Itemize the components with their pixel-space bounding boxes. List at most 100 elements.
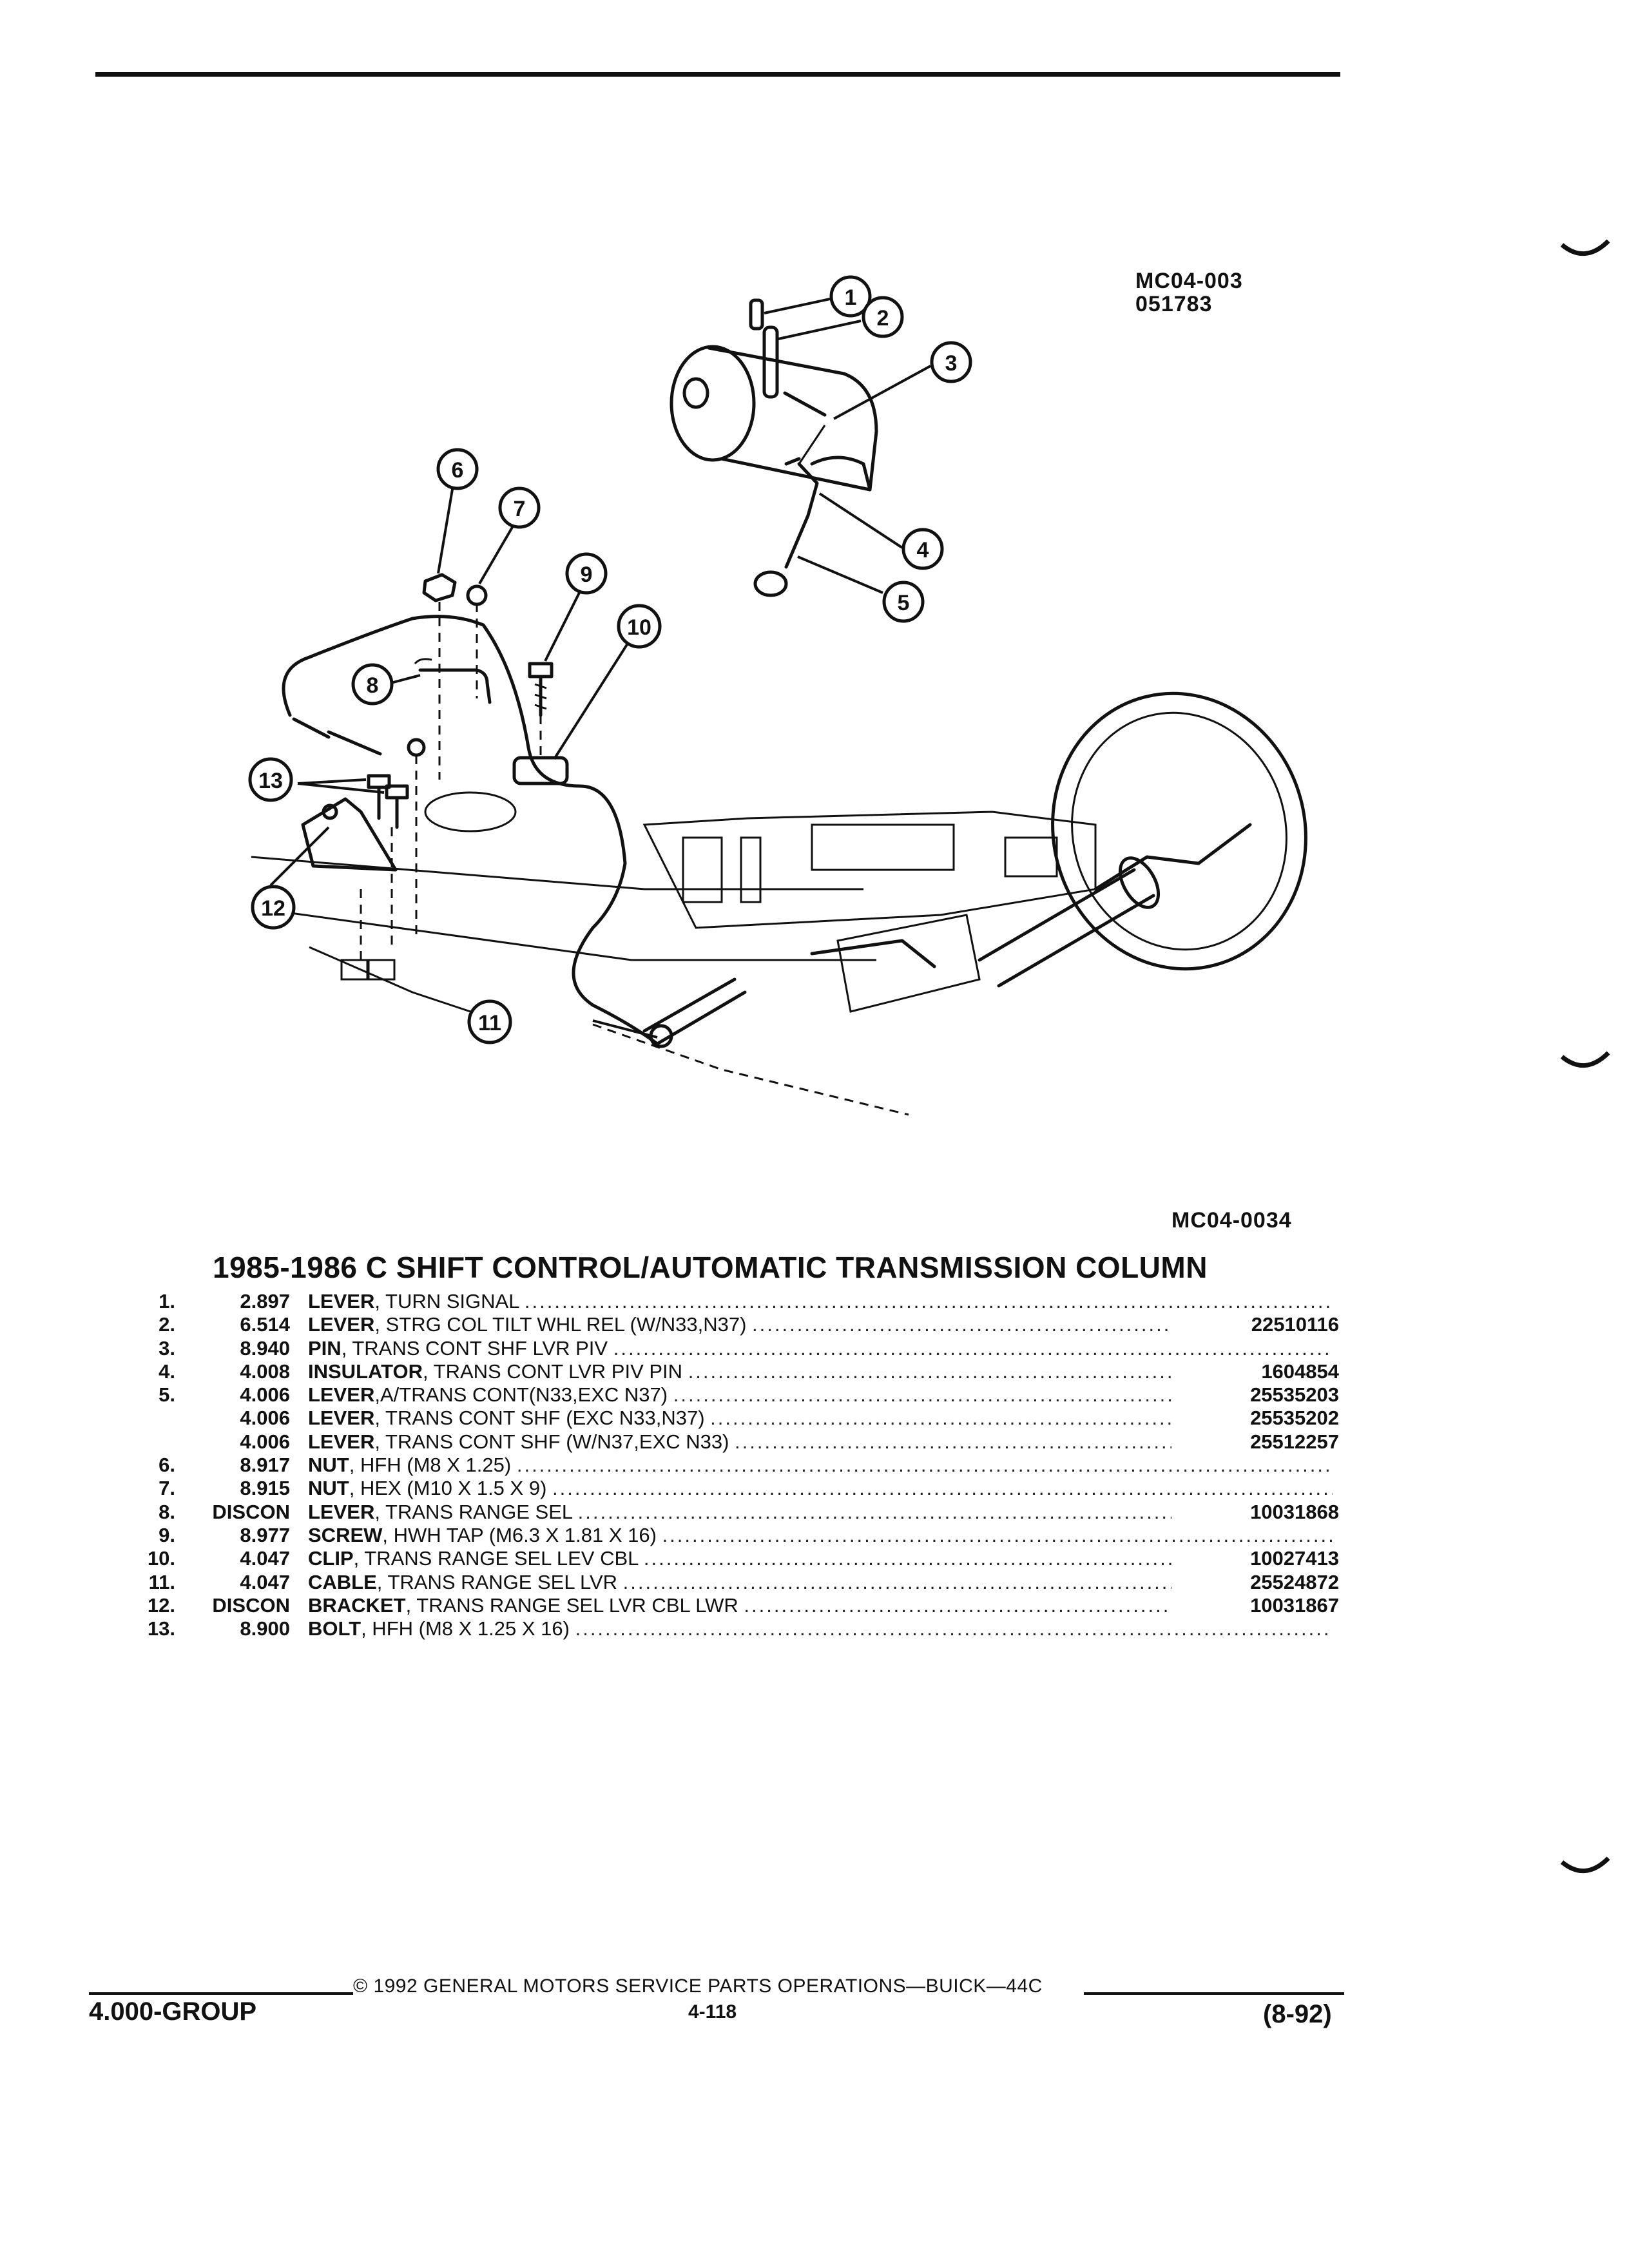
dot-leader: ........................................…: [524, 1290, 1333, 1312]
binder-mark: [1560, 1856, 1610, 1873]
part-number: 25535202: [1171, 1407, 1339, 1430]
ref-number: 9.: [159, 1523, 175, 1546]
ref-number: 8.: [159, 1500, 175, 1523]
ref-number: 3.: [159, 1336, 175, 1360]
table-title: 1985-1986 C SHIFT CONTROL/AUTOMATIC TRAN…: [213, 1251, 1208, 1284]
parts-row: 1. 2.897 LEVER, TURN SIGNAL ..............…: [129, 1290, 1353, 1313]
callout-11: 11: [467, 999, 512, 1044]
callout-label: 12: [261, 896, 285, 921]
group-code: 8.900: [240, 1617, 290, 1640]
callout-label: 1: [845, 285, 857, 310]
part-spec: , HWH TAP (M6.3 X 1.81 X 16): [382, 1523, 657, 1546]
part-number: 25512257: [1171, 1430, 1339, 1454]
part-spec: , TRANS RANGE SEL LVR: [376, 1570, 618, 1593]
footer-rule-right: [1084, 1992, 1344, 1995]
part-spec: , TRANS CONT LVR PIV PIN: [422, 1360, 683, 1383]
ref-number: 7.: [159, 1477, 175, 1500]
part-name: BRACKET: [308, 1593, 406, 1617]
part-spec: , HEX (M10 X 1.5 X 9): [349, 1477, 547, 1500]
tap-screw: [528, 662, 554, 717]
figure-code-line-2: 051783: [1135, 292, 1213, 316]
part-name: LEVER: [308, 1430, 375, 1453]
callout-6: 6: [436, 448, 479, 490]
callout-8: 8: [351, 663, 394, 706]
ref-number: 4.: [159, 1360, 175, 1383]
ref-number: 13.: [147, 1617, 175, 1640]
callout-10: 10: [617, 604, 662, 649]
part-spec: , TRANS CONT SHF LVR PIV: [341, 1336, 608, 1360]
ref-number: 2.: [159, 1313, 175, 1336]
group-code: 2.897: [240, 1290, 290, 1312]
part-name: NUT: [308, 1477, 349, 1500]
part-description: CABLE, TRANS RANGE SEL LVR .............…: [308, 1571, 1333, 1594]
callout-label: 11: [478, 1011, 501, 1035]
group-label: 4.000-GROUP: [89, 1997, 257, 2026]
callout-2: 2: [862, 296, 904, 338]
callout-label: 4: [917, 538, 929, 562]
part-spec: , TRANS RANGE SEL: [374, 1500, 572, 1523]
range-selector-lever: [418, 668, 492, 704]
part-name: LEVER: [308, 1290, 375, 1312]
group-code: 8.917: [240, 1454, 290, 1477]
part-spec: ,A/TRANS CONT(N33,EXC N37): [374, 1383, 668, 1407]
group-code: 8.915: [240, 1477, 290, 1500]
hfh-bolts: [367, 774, 409, 829]
group-code: DISCON: [212, 1500, 290, 1523]
part-spec: , TRANS CONT SHF (W/N37,EXC N33): [374, 1430, 729, 1453]
callout-label: 3: [945, 351, 958, 376]
range-selector-cable: [282, 615, 659, 1046]
revision-date: (8-92): [1263, 2000, 1332, 2028]
parts-row: 7. 8.915 NUT, HEX (M10 X 1.5 X 9) ........…: [129, 1477, 1353, 1500]
part-spec: , STRG COL TILT WHL REL (W/N33,N37): [374, 1313, 747, 1336]
part-name: SCREW: [308, 1523, 383, 1546]
callout-3: 3: [930, 341, 972, 383]
part-number: 10031868: [1171, 1500, 1339, 1524]
dot-leader: ........................................…: [516, 1454, 1333, 1477]
group-code: 4.006: [240, 1383, 290, 1407]
callout-label: 7: [514, 497, 526, 521]
figure-code-line-1: MC04-003: [1135, 269, 1243, 293]
part-description: PIN, TRANS CONT SHF LVR PIV ............…: [308, 1337, 1333, 1360]
part-number: 10027413: [1171, 1547, 1339, 1571]
column-housing: [670, 298, 878, 492]
group-code: 4.047: [240, 1547, 290, 1570]
dot-leader: ........................................…: [662, 1523, 1333, 1546]
dot-leader: ........................................…: [575, 1617, 1333, 1640]
ref-number: 10.: [147, 1547, 175, 1570]
callout-12: 12: [251, 885, 296, 930]
callout-label: 5: [898, 591, 910, 615]
group-code: 4.006: [240, 1407, 290, 1430]
dot-leader: ........................................…: [552, 1477, 1333, 1500]
group-code: 6.514: [240, 1313, 290, 1336]
part-description: BOLT, HFH (M8 X 1.25 X 16) .............…: [308, 1617, 1333, 1640]
callout-label: 2: [877, 306, 889, 331]
part-description: SCREW, HWH TAP (M6.3 X 1.81 X 16) ......…: [308, 1524, 1333, 1547]
part-spec: , HFH (M8 X 1.25 X 16): [361, 1617, 570, 1640]
part-name: LEVER: [308, 1500, 375, 1523]
part-spec: , TURN SIGNAL: [374, 1290, 519, 1312]
callout-label: 10: [627, 615, 651, 640]
dot-leader: ........................................…: [613, 1336, 1333, 1360]
shift-linkage: [642, 977, 747, 1046]
callout-label: 9: [581, 562, 593, 587]
part-name: PIN: [308, 1336, 342, 1360]
part-name: NUT: [308, 1454, 349, 1477]
nut-hfh: [422, 573, 457, 602]
callout-7: 7: [498, 486, 541, 529]
figure-code-lower: MC04-0034: [1171, 1208, 1292, 1233]
ref-number: 12.: [147, 1593, 175, 1617]
footer-rule-left: [89, 1992, 353, 1995]
part-description: LEVER, TURN SIGNAL .....................…: [308, 1290, 1333, 1313]
part-number: 25535203: [1171, 1383, 1339, 1407]
callout-4: 4: [901, 528, 944, 570]
ref-number: 1.: [159, 1290, 175, 1312]
